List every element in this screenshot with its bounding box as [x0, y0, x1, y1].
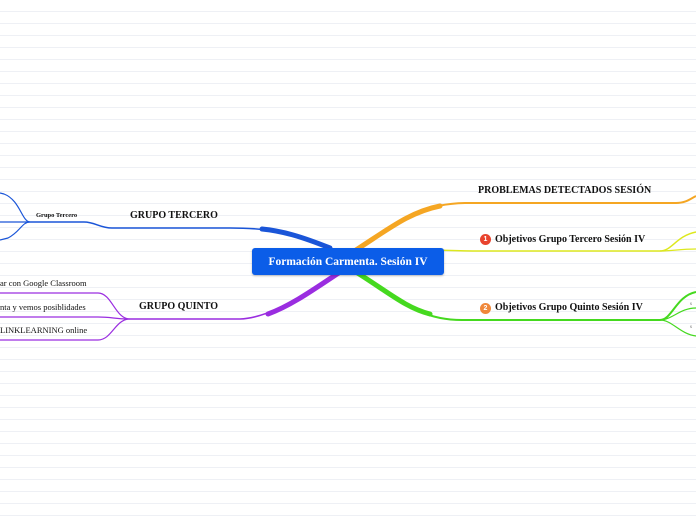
connector-problemas-thick — [353, 203, 443, 253]
connector-quinto-child-3 — [0, 318, 131, 341]
priority-2-icon: 2 — [480, 303, 491, 314]
subtopic-grupo-tercero[interactable]: Grupo Tercero — [36, 212, 78, 219]
connector-quinto-child-2 — [0, 316, 131, 320]
central-topic[interactable]: Formación Carmenta. Sesión IV — [252, 248, 444, 275]
subtopic-quinto-posibilidades[interactable]: nta y vemos posiblidades — [0, 302, 86, 312]
priority-1-icon: 1 — [480, 234, 491, 245]
central-topic-label: Formación Carmenta. Sesión IV — [268, 255, 428, 268]
connector-grupo-quinto-thick — [265, 269, 343, 317]
connector-tercero-sub — [659, 248, 696, 252]
subtopic-quinto-right-1[interactable]: s — [690, 302, 692, 307]
topic-grupo-quinto[interactable]: GRUPO QUINTO — [139, 301, 218, 312]
subtopic-quinto-classroom[interactable]: ar con Google Classroom — [0, 278, 87, 288]
connector-tercero-child-down — [0, 221, 31, 241]
topic-problemas-detectados[interactable]: PROBLEMAS DETECTADOS SESIÓN — [478, 185, 652, 196]
connector-quinto-obj-thick — [353, 269, 433, 317]
connector-grupo-tercero-thick — [259, 226, 333, 251]
topic-objetivos-quinto[interactable]: Objetivos Grupo Quinto Sesión IV — [495, 302, 643, 313]
connector-quinto-sub-1 — [659, 307, 696, 321]
subtopic-quinto-linklearning[interactable]: LINKLEARNING online — [0, 325, 88, 335]
connector-quinto-sub-2 — [659, 319, 696, 337]
connector-tercero-child-up — [0, 192, 31, 223]
topic-objetivos-tercero[interactable]: Objetivos Grupo Tercero Sesión IV — [495, 234, 646, 245]
topic-grupo-tercero[interactable]: GRUPO TERCERO — [130, 210, 218, 221]
connector-quinto-child-1 — [0, 292, 131, 320]
subtopic-quinto-right-2[interactable]: s — [690, 325, 692, 330]
